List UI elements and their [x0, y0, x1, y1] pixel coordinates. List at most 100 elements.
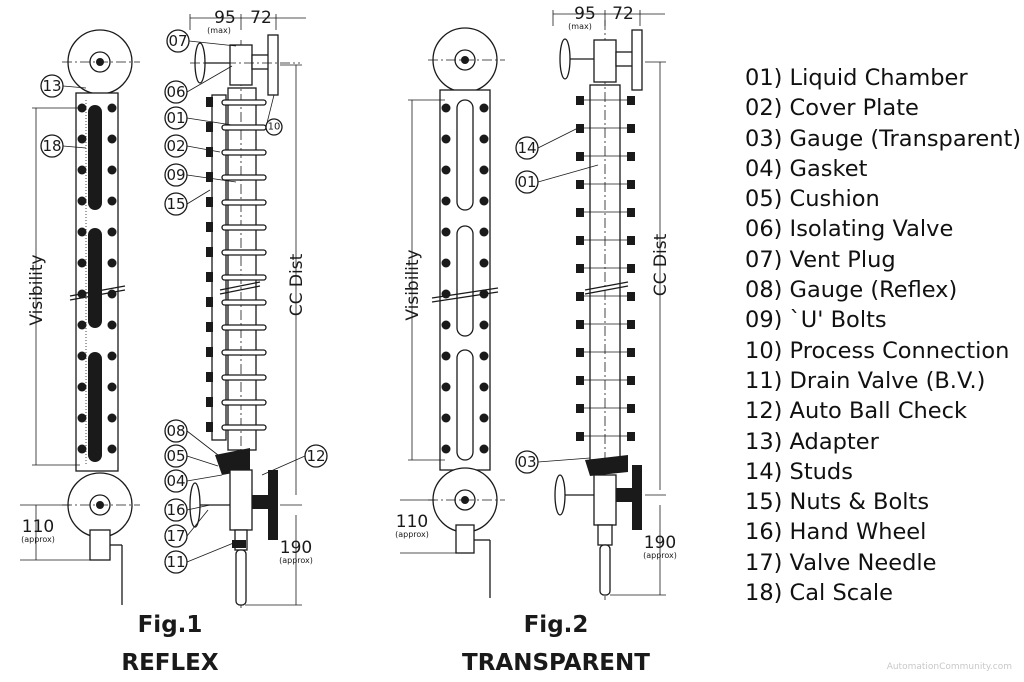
- bolt-icon: [441, 320, 451, 330]
- fig1-front-view: [20, 29, 140, 605]
- stud-nut-icon: [576, 208, 584, 217]
- u-bolt: [221, 424, 267, 431]
- u-bolt: [221, 374, 267, 381]
- legend-item: 02) Cover Plate: [745, 95, 919, 122]
- bolt-icon: [441, 289, 451, 299]
- bolt-icon: [479, 444, 489, 454]
- stud-nut-icon: [627, 320, 635, 329]
- auto-ball-check: [268, 470, 278, 540]
- u-bolt: [221, 324, 267, 331]
- fig2-side-view: [552, 10, 666, 600]
- callout-fig2-03: 03: [515, 450, 591, 474]
- callout-number: 13: [42, 77, 61, 95]
- u-bolt: [221, 249, 267, 256]
- fig1-dim-95: 95: [214, 8, 236, 28]
- legend-item: 14) Studs: [745, 458, 853, 485]
- liquid-chamber: [227, 87, 257, 451]
- fig1-title: Fig.1: [138, 612, 203, 638]
- bolt-icon: [77, 196, 87, 206]
- legend-item: 04) Gasket: [745, 155, 868, 182]
- callout-fig1-04: 04: [164, 469, 223, 493]
- legend-item: 12) Auto Ball Check: [745, 398, 968, 425]
- fig2-dim-95: 95: [574, 4, 596, 24]
- fig2-dim-95-note: (max): [568, 22, 592, 31]
- bolt-icon: [107, 413, 117, 423]
- legend-item: 18) Cal Scale: [745, 580, 893, 607]
- callout-fig1-18: 18: [40, 134, 87, 158]
- bolt-icon: [479, 227, 489, 237]
- bolt-icon: [441, 165, 451, 175]
- fig2-title: Fig.2: [524, 612, 589, 638]
- bolt-icon: [77, 134, 87, 144]
- callout-number: 14: [517, 139, 536, 157]
- callout-number: 04: [166, 472, 185, 490]
- bolt-icon: [479, 351, 489, 361]
- parts-legend: 01) Liquid Chamber 02) Cover Plate 03) G…: [745, 63, 1021, 608]
- stud-nut-icon: [627, 208, 635, 217]
- nut-icon: [206, 272, 213, 282]
- bolt-icon: [441, 196, 451, 206]
- legend-item: 13) Adapter: [745, 428, 879, 455]
- bolt-icon: [479, 320, 489, 330]
- callout-fig1-11: 11: [164, 541, 237, 574]
- bolt-icon: [479, 165, 489, 175]
- process-connection-top: [267, 34, 279, 96]
- stud-nut-icon: [576, 432, 584, 441]
- stud-nut-icon: [627, 236, 635, 245]
- callout-number: 12: [306, 447, 325, 465]
- callout-number: 15: [166, 195, 185, 213]
- legend-item: 09) `U' Bolts: [745, 307, 887, 334]
- fig2-dim-110: 110: [396, 512, 428, 532]
- callout-number: 08: [166, 422, 185, 440]
- u-bolt: [221, 124, 267, 131]
- u-bolt: [221, 299, 267, 306]
- stud-nut-icon: [576, 96, 584, 105]
- nut-icon: [206, 372, 213, 382]
- bolt-icon: [77, 382, 87, 392]
- bolt-icon: [441, 258, 451, 268]
- callout-fig1-06: 06: [164, 65, 233, 104]
- bolt-icon: [479, 196, 489, 206]
- bolt-icon: [441, 351, 451, 361]
- callout-number: 06: [166, 83, 185, 101]
- isolating-valve-bottom: [229, 469, 253, 531]
- nut-icon: [206, 297, 213, 307]
- stud-nut-icon: [627, 124, 635, 133]
- nut-icon: [206, 97, 213, 107]
- u-bolt: [221, 99, 267, 106]
- stud-nut-icon: [627, 180, 635, 189]
- fig2-dim-190: 190: [644, 533, 676, 553]
- bolt-icon: [441, 444, 451, 454]
- stud-nut-icon: [576, 264, 584, 273]
- u-bolt: [221, 399, 267, 406]
- callout-number: 11: [166, 553, 185, 571]
- fig2-cc-dist-label: CC Dist: [651, 233, 671, 296]
- stud-nut-icon: [576, 292, 584, 301]
- u-bolt: [221, 224, 267, 231]
- stud-nut-icon: [576, 376, 584, 385]
- bolt-icon: [77, 227, 87, 237]
- callout-number: 10: [268, 122, 281, 133]
- nut-icon: [206, 222, 213, 232]
- bolt-icon: [77, 444, 87, 454]
- bolt-icon: [107, 227, 117, 237]
- callout-number: 01: [166, 109, 185, 127]
- stud-nut-icon: [627, 152, 635, 161]
- legend-item: 03) Gauge (Transparent): [745, 125, 1022, 152]
- bolt-icon: [77, 165, 87, 175]
- stud-nut-icon: [627, 292, 635, 301]
- callout-number: 05: [166, 447, 185, 465]
- stud-nut-icon: [627, 96, 635, 105]
- bolt-icon: [479, 258, 489, 268]
- legend-item: 05) Cushion: [745, 186, 880, 213]
- stud-nut-icon: [576, 348, 584, 357]
- stud-nut-icon: [576, 320, 584, 329]
- callout-fig1-07: 07: [166, 29, 237, 53]
- bolt-icon: [107, 103, 117, 113]
- cover-plate: [211, 94, 227, 441]
- bolt-icon: [479, 103, 489, 113]
- legend-item: 07) Vent Plug: [745, 246, 896, 273]
- legend-item: 16) Hand Wheel: [745, 519, 927, 546]
- callout-fig1-05: 05: [164, 444, 219, 468]
- callout-fig1-08: 08: [164, 419, 219, 456]
